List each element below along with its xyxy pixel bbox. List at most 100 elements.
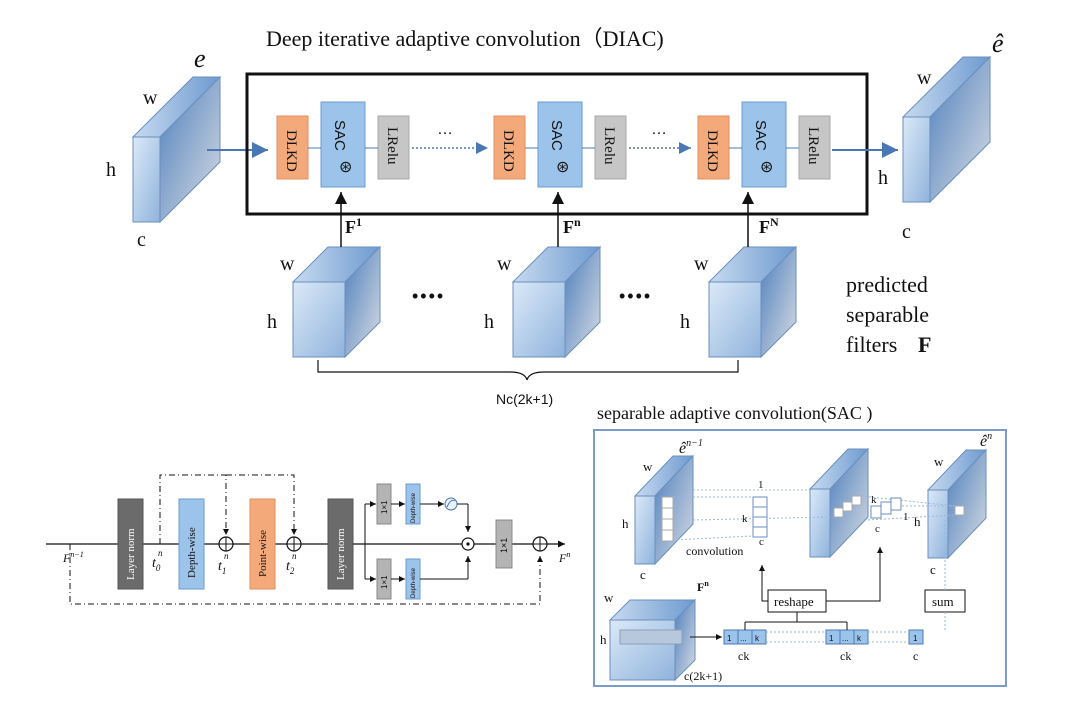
dlkd-conv1x1-top: 1×1: [380, 500, 389, 514]
filter-cube-N: [707, 245, 798, 359]
sac-label-2: SAC: [548, 120, 565, 151]
sac-filter-c: c(2k+1): [684, 669, 722, 683]
sac-c-cell: [908, 629, 924, 645]
lrelu-label-1: LRelu: [384, 127, 400, 165]
sac-mid-tensor: [808, 447, 870, 559]
dlkd-depthwise: Depth-wise: [186, 527, 198, 578]
sac-row-k-label: k: [871, 494, 877, 506]
reshape-label: reshape: [774, 594, 814, 609]
filterN-label: FN: [759, 215, 779, 237]
dlkd-conv1x1-bottom: 1×1: [380, 575, 389, 589]
sac-input-tensor: [633, 454, 695, 566]
ck-row2-cell-3: k: [857, 634, 862, 643]
dlkd-flow: [46, 474, 565, 605]
sac-ck-row-2: [825, 629, 869, 645]
output-dim-c: c: [902, 221, 911, 243]
filtern-w: w: [497, 253, 512, 275]
lrelu-label-2: LRelu: [601, 127, 617, 165]
dlkd-label-1: DLKD: [283, 130, 299, 172]
sac-row-one-label: 1: [903, 511, 909, 523]
ck-row1-cell-2: ...: [740, 634, 747, 643]
output-dim-h: h: [878, 167, 888, 189]
filter-ellipsis-1: ••••: [412, 286, 445, 306]
sac-panel-box: [593, 429, 1007, 687]
sac-out-h: h: [914, 514, 921, 529]
reshape-connectors: [744, 547, 883, 630]
dlkd-dw-top: Depth-wise: [411, 492, 417, 523]
sac-out-w: w: [934, 454, 944, 469]
dlkd-layernorm1: Layer norm: [125, 528, 137, 580]
sac-input-sym: ên−1: [679, 438, 703, 457]
ck-row1-cell-1: 1: [727, 634, 732, 643]
dlkd-t0-sup: n: [158, 548, 163, 558]
input-tensor: [131, 75, 222, 224]
sac-row-k: [870, 497, 902, 519]
filterN-h: h: [680, 311, 690, 333]
diac-block-1: DLKD SAC ⊛ LRelu: [276, 101, 410, 188]
filterN-w: w: [694, 253, 709, 275]
sac-ck-label-1: ck: [738, 649, 749, 663]
filter-cube-1: [291, 245, 382, 359]
dlkd-pointwise: Point-wise: [257, 530, 269, 577]
output-dim-w: w: [917, 67, 932, 89]
dlkd-t1: t1: [218, 559, 226, 576]
input-dim-c: c: [137, 229, 146, 251]
filter1-label: F1: [345, 215, 362, 237]
sac-op-3: ⊛: [760, 159, 773, 176]
input-dim-w: w: [143, 87, 158, 109]
predicted-line-3: filters: [846, 332, 897, 357]
predicted-symbol: F: [918, 332, 931, 357]
sac-label-3: SAC: [752, 120, 769, 151]
diac-ellipsis-2: …: [651, 121, 667, 138]
predicted-line-2: separable: [846, 302, 929, 327]
diac-block-2: DLKD SAC ⊛ LRelu: [493, 101, 627, 188]
sac-c-label: c: [913, 649, 918, 663]
sac-col-one: 1: [758, 479, 764, 491]
dlkd-t2-sup: n: [292, 551, 297, 561]
output-symbol: ê: [992, 29, 1004, 58]
sac-col-c: c: [759, 536, 764, 548]
filter-brace: [317, 360, 739, 381]
diac-box: [245, 72, 869, 216]
sum-label: sum: [932, 594, 954, 609]
sac-out-c: c: [930, 562, 936, 577]
dlkd-output-label: Fn: [558, 550, 570, 565]
ck-row2-cell-2: ...: [842, 634, 849, 643]
dlkd-input-label: Fn−1: [62, 550, 84, 565]
sac-output-sym: ên: [980, 431, 992, 450]
sac-filter-cube: [608, 598, 697, 682]
filter-cube-n: [511, 245, 602, 359]
dlkd-t1-sup: n: [224, 551, 229, 561]
sac-op-1: ⊛: [339, 159, 352, 176]
filter1-w: w: [280, 253, 295, 275]
sac-ck-label-2: ck: [840, 649, 851, 663]
sac-ck-row-1: [723, 629, 767, 645]
diac-block-3: DLKD SAC ⊛ LRelu: [697, 101, 831, 188]
sac-filter-h: h: [600, 632, 607, 647]
filter-ellipsis-2: ••••: [619, 286, 652, 306]
sac-in-c: c: [640, 567, 646, 582]
dlkd-label-3: DLKD: [704, 130, 720, 172]
output-tensor: [901, 55, 992, 204]
sac-in-h: h: [622, 516, 629, 531]
input-dim-h: h: [106, 159, 116, 181]
dlkd-t0: t0: [152, 556, 161, 573]
sac-filter-w: w: [604, 590, 614, 605]
filtern-label: Fn: [563, 215, 581, 237]
sac-panel-title: separable adaptive convolution(SAC ): [597, 403, 872, 424]
dlkd-label-2: DLKD: [500, 130, 516, 172]
filter1-h: h: [267, 311, 277, 333]
brace-label: Nc(2k+1): [496, 391, 553, 407]
lrelu-label-3: LRelu: [805, 127, 821, 165]
predicted-line-1: predicted: [846, 272, 928, 297]
sac-filter-label: Fn: [697, 579, 709, 594]
sac-row-dots: [766, 631, 909, 643]
ck-row1-cell-3: k: [755, 634, 760, 643]
input-symbol: e: [194, 44, 206, 73]
diac-ellipsis-1: …: [437, 121, 453, 138]
sac-row-c-label: c: [875, 523, 880, 535]
c-cell-label: 1: [913, 634, 918, 643]
dlkd-t2: t2: [286, 559, 295, 576]
sac-column-k: [752, 496, 768, 538]
sac-convolution: convolution: [686, 544, 743, 558]
